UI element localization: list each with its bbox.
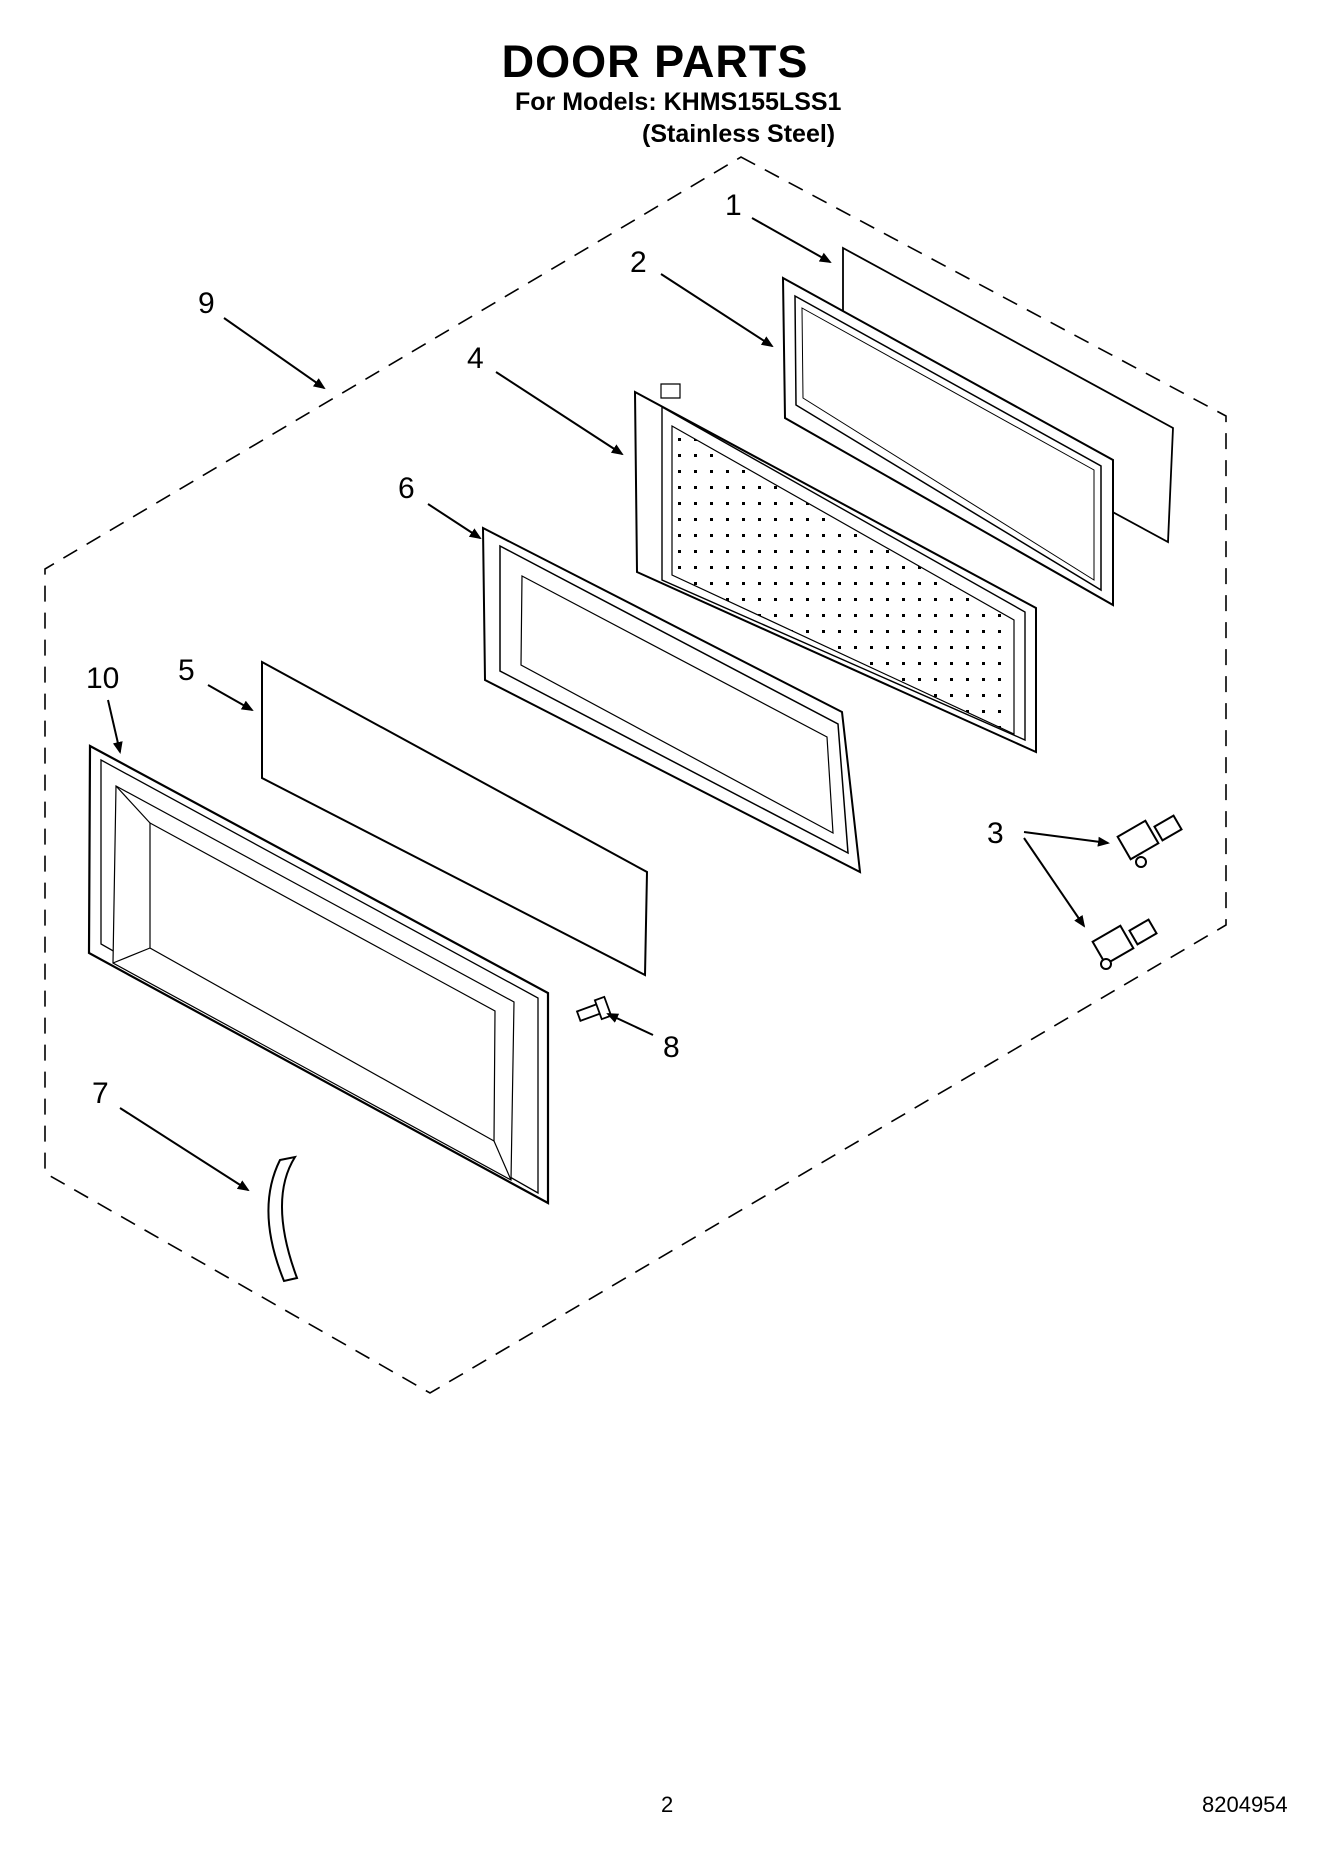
- callout-3: 3: [987, 817, 1004, 850]
- callout-2: 2: [630, 246, 647, 279]
- leader-arrows: [107, 217, 1110, 1192]
- assembly-boundary: [44, 156, 1227, 1394]
- callout-4: 4: [467, 342, 484, 375]
- callout-8: 8: [663, 1031, 680, 1064]
- callout-10: 10: [86, 662, 119, 695]
- document-number: 8204954: [1202, 1792, 1288, 1817]
- callout-9: 9: [198, 287, 215, 320]
- page-title: DOOR PARTS: [501, 36, 809, 87]
- page-number: 2: [661, 1792, 674, 1817]
- part-3-latch-upper: [1116, 814, 1183, 868]
- models-line: For Models: KHMS155LSS1: [515, 88, 842, 116]
- callout-7: 7: [92, 1077, 109, 1110]
- part-7-handle: [267, 1155, 299, 1283]
- callout-5: 5: [178, 654, 195, 687]
- callout-1: 1: [725, 189, 742, 222]
- part-4-inner-door-panel: [633, 383, 1037, 754]
- callout-6: 6: [398, 472, 415, 505]
- part-8-screw: [575, 995, 613, 1022]
- part-10-outer-door-frame: [87, 744, 550, 1205]
- part-6-gasket-frame: [481, 526, 862, 874]
- part-5-window-panel: [261, 660, 649, 977]
- part-2-choke-frame: [781, 276, 1114, 607]
- part-3-latch-lower: [1091, 918, 1158, 970]
- variant-label: (Stainless Steel): [642, 120, 836, 148]
